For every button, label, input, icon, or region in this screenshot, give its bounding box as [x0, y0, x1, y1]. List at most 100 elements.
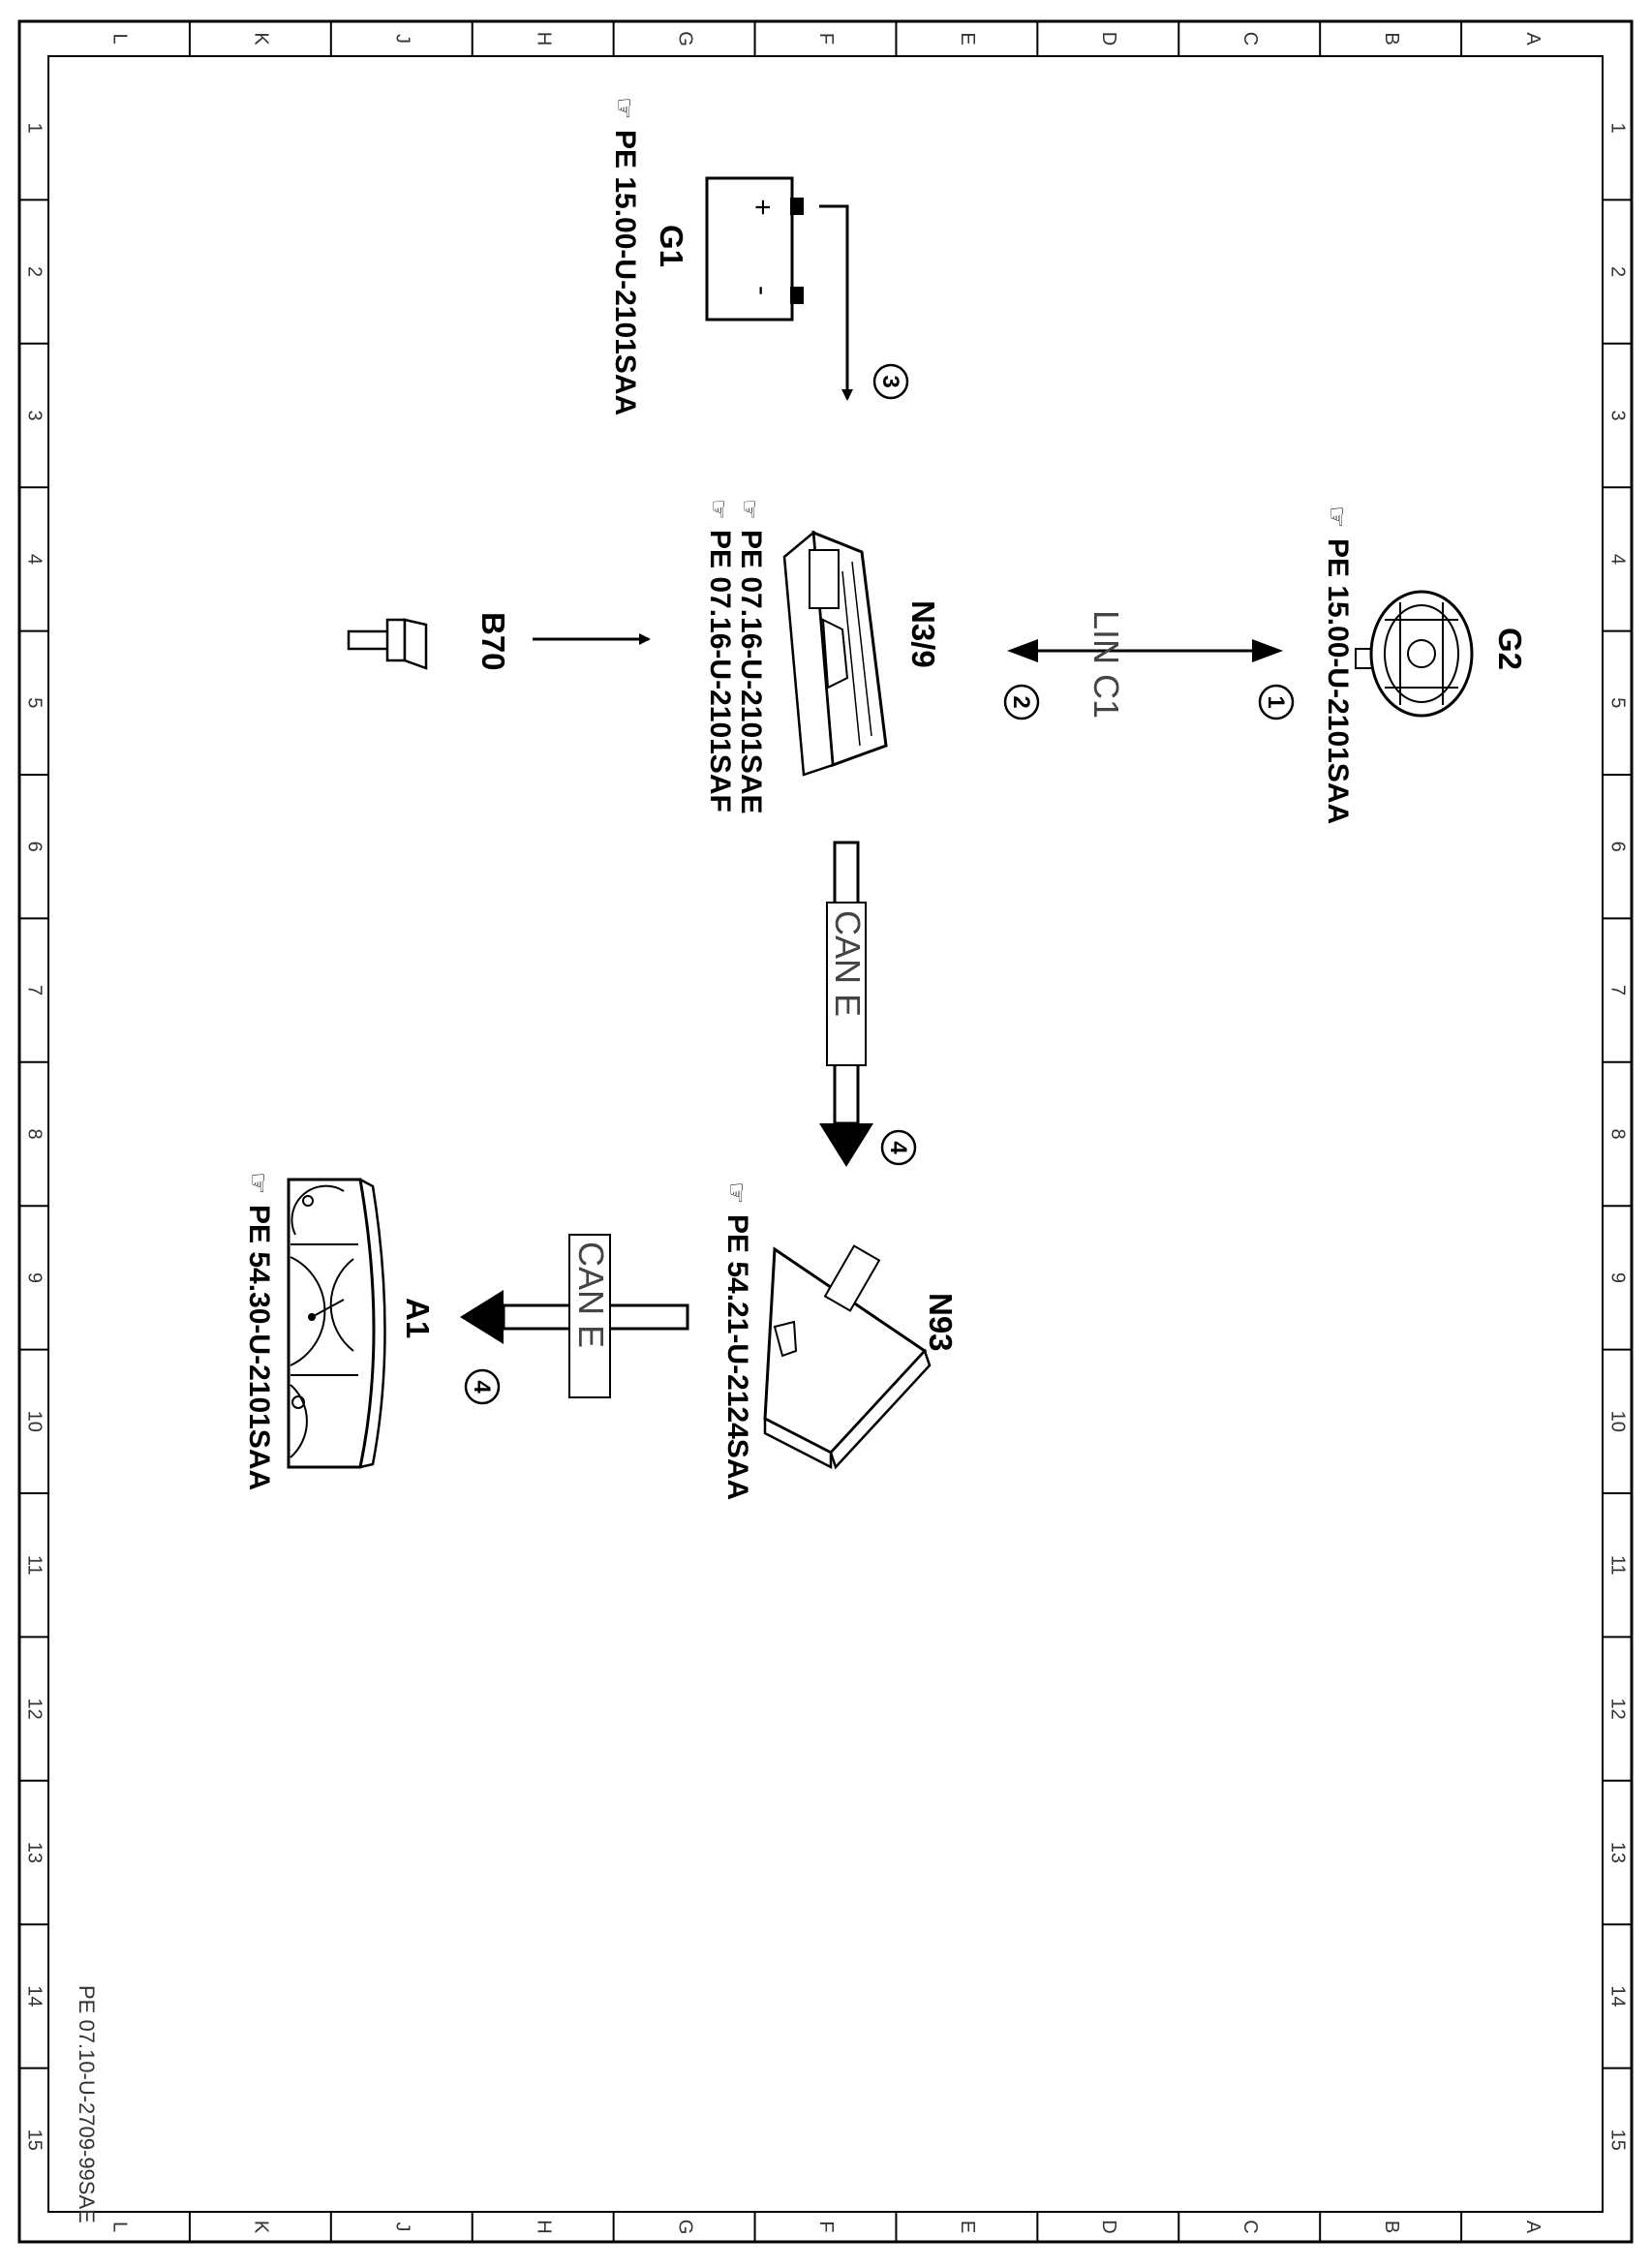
column-label-top: E	[957, 32, 978, 45]
svg-text:4: 4	[885, 1141, 911, 1154]
row-label-left: 12	[24, 1698, 46, 1719]
manual-hand-icon: ☞	[244, 1172, 273, 1194]
row-label-right: 8	[1607, 1128, 1629, 1139]
lin-c1-label: LIN C1	[1086, 610, 1126, 719]
battery-plus-sign: +	[747, 199, 779, 216]
row-label-right: 13	[1607, 1842, 1629, 1863]
row-label-right: 7	[1607, 985, 1629, 996]
manual-hand-icon: ☞	[722, 1181, 751, 1204]
alternator-g2: G2 ☞ PE 15.00-U-2101SAA	[1322, 506, 1528, 824]
column-label-top: H	[533, 32, 554, 46]
row-label-left: 4	[24, 554, 46, 565]
column-label-top: G	[674, 31, 695, 46]
can-e-upper-label: CAN E	[828, 910, 868, 1017]
outer-frame	[17, 19, 1634, 2244]
instrument-cluster-a1: A1 ☞ PE 54.30-U-2101SAA	[243, 1172, 436, 1490]
n3-9-ref-2: PE 07.16-U-2101SAF	[704, 530, 736, 812]
a1-label: A1	[400, 1298, 436, 1338]
can-e-bus-upper: CAN E	[819, 841, 873, 1167]
g1-label: G1	[654, 225, 689, 267]
row-label-left: 8	[24, 1128, 46, 1139]
row-label-right: 3	[1607, 410, 1629, 420]
can-e-lower-label: CAN E	[571, 1241, 611, 1348]
sensor-b70: B70	[347, 612, 511, 671]
n93-label: N93	[923, 1293, 959, 1352]
row-label-left: 9	[24, 1272, 46, 1283]
row-label-right: 15	[1607, 2130, 1629, 2151]
column-label-bottom: D	[1098, 2220, 1119, 2233]
column-label-bottom: L	[109, 2222, 131, 2232]
g2-ref: PE 15.00-U-2101SAA	[1322, 538, 1354, 824]
signal-2: 2	[1003, 684, 1040, 720]
column-label-top: F	[815, 33, 837, 45]
row-label-right: 14	[1607, 1985, 1629, 2007]
row-label-left: 15	[24, 2130, 46, 2151]
signal-4-upper: 4	[880, 1129, 917, 1166]
b70-label: B70	[475, 612, 511, 671]
row-label-right: 4	[1607, 554, 1629, 565]
manual-hand-icon: ☞	[610, 97, 639, 119]
module-n93: N93 ☞ PE 54.21-U-2124SAA	[721, 1181, 959, 1500]
battery-g1: + - G1 ☞ PE 15.00-U-2101SAA	[609, 97, 804, 415]
row-label-left: 13	[24, 1842, 46, 1863]
column-label-bottom: B	[1381, 2221, 1402, 2233]
row-label-left: 6	[24, 842, 46, 852]
column-ticks	[188, 21, 1463, 2242]
battery-terminal-plus	[790, 198, 804, 215]
gauge-top	[290, 1184, 345, 1236]
row-label-left: 11	[24, 1555, 46, 1576]
column-label-bottom: F	[815, 2221, 837, 2232]
column-label-bottom: H	[533, 2220, 554, 2233]
g1-supply-line	[819, 204, 853, 401]
row-label-right: 9	[1607, 1272, 1629, 1283]
row-label-right: 6	[1607, 842, 1629, 852]
inner-frame	[47, 55, 1604, 2213]
lin-c1-bus: LIN C1	[1007, 610, 1283, 719]
column-label-top: C	[1239, 32, 1261, 46]
row-label-left: 7	[24, 985, 46, 996]
n93-ref: PE 54.21-U-2124SAA	[721, 1214, 753, 1500]
n3-9-ref-1: PE 07.16-U-2101SAE	[735, 530, 767, 814]
row-label-right: 2	[1607, 266, 1629, 277]
signal-1: 1	[1258, 684, 1295, 720]
g1-ref: PE 15.00-U-2101SAA	[609, 130, 641, 415]
speedometer	[329, 1258, 354, 1352]
battery-body	[705, 176, 794, 322]
manual-hand-icon: ☞	[705, 499, 731, 520]
gauge-bottom	[290, 1384, 308, 1458]
column-label-bottom: C	[1239, 2220, 1261, 2233]
manual-hand-icon: ☞	[736, 499, 762, 520]
row-label-right: 10	[1607, 1411, 1629, 1432]
svg-text:1: 1	[1263, 695, 1289, 708]
battery-minus-sign: -	[747, 286, 779, 295]
g2-label: G2	[1492, 628, 1528, 670]
row-label-left: 5	[24, 697, 46, 708]
row-label-right: 11	[1607, 1555, 1629, 1576]
row-label-right: 1	[1607, 123, 1629, 134]
column-label-top: A	[1522, 32, 1544, 46]
column-label-top: L	[109, 33, 131, 44]
can-e-bus-lower: CAN E	[460, 1234, 689, 1398]
column-label-bottom: J	[391, 2222, 413, 2232]
svg-text:4: 4	[469, 1380, 495, 1394]
row-label-right: 12	[1607, 1698, 1629, 1719]
control-unit-n3-9: N3/9 ☞ PE 07.16-U-2101SAE ☞ PE 07.16-U-2…	[704, 499, 941, 814]
svg-text:3: 3	[877, 375, 903, 387]
document-id: PE 07.10-U-2709-99SAE	[75, 1985, 99, 2223]
row-label-left: 3	[24, 410, 46, 420]
column-label-bottom: K	[251, 2221, 272, 2234]
row-label-left: 2	[24, 266, 46, 277]
column-label-top: J	[391, 34, 413, 44]
column-label-top: K	[251, 32, 272, 46]
column-label-top: D	[1098, 32, 1119, 46]
row-label-left: 14	[24, 1985, 46, 2007]
row-label-left: 1	[24, 123, 46, 134]
n3-9-label: N3/9	[905, 600, 941, 668]
row-ticks	[19, 199, 1632, 2069]
a1-ref: PE 54.30-U-2101SAA	[243, 1205, 275, 1490]
signal-3: 3	[872, 363, 909, 400]
